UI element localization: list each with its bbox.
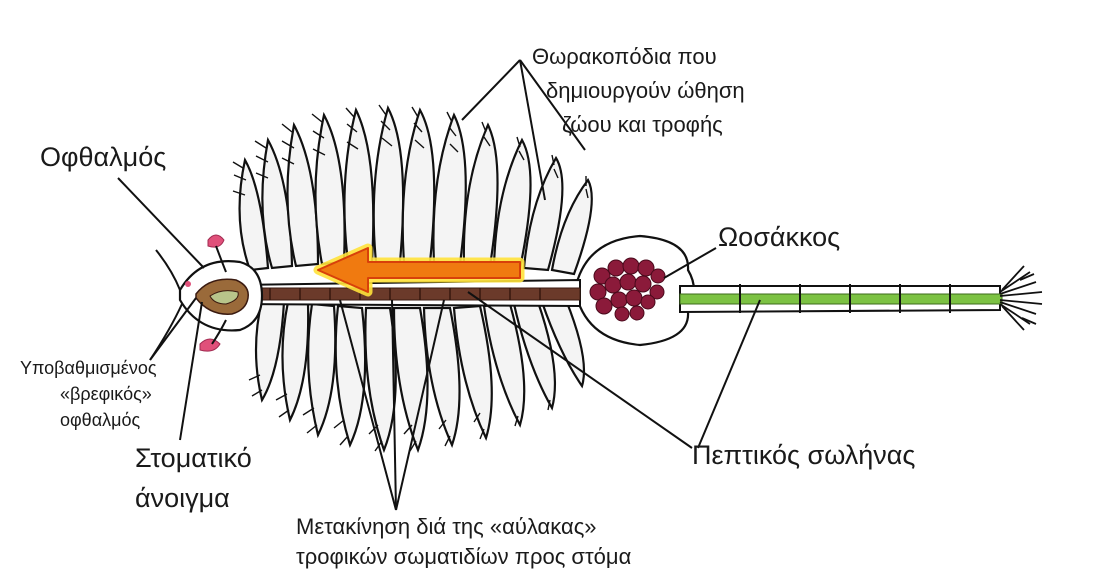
label-nauplius-eye-line1: Υποβαθμισμένος — [20, 355, 157, 381]
label-food-groove-line1: Μετακίνηση διά της «αύλακας» — [296, 512, 631, 542]
label-thoracopods-line2: δημιουργούν ώθηση — [546, 74, 745, 108]
label-mouth-line2: άνοιγμα — [135, 478, 252, 518]
label-thoracopods-line3: ζώου και τροφής — [562, 108, 745, 142]
label-food-groove: Μετακίνηση διά της «αύλακας» τροφικών σω… — [296, 512, 631, 572]
label-digestive-tube: Πεπτικός σωλήνας — [692, 440, 915, 471]
label-thoracopods: Θωρακοπόδια που δημιουργούν ώθηση ζώου κ… — [532, 40, 745, 142]
label-mouth-line1: Στοματικό — [135, 438, 252, 478]
label-eye: Οφθαλμός — [40, 142, 166, 173]
label-nauplius-eye: Υποβαθμισμένος «βρεφικός» οφθαλμός — [20, 355, 157, 433]
label-nauplius-eye-line3: οφθαλμός — [60, 407, 157, 433]
label-mouth: Στοματικό άνοιγμα — [135, 438, 252, 518]
label-food-groove-line2: τροφικών σωματιδίων προς στόμα — [296, 542, 631, 572]
label-ovisac: Ωοσάκκος — [718, 222, 840, 253]
label-thoracopods-line1: Θωρακοπόδια που — [532, 40, 745, 74]
thorax-body — [235, 280, 580, 306]
label-nauplius-eye-line2: «βρεφικός» — [60, 381, 157, 407]
nauplius-eye-dot — [185, 281, 191, 287]
